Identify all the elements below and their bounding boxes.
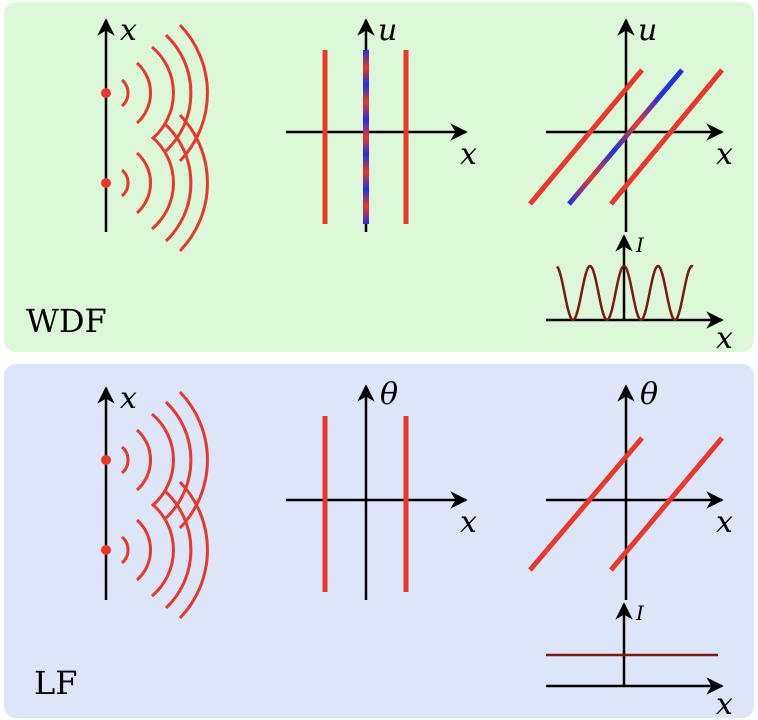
lf-sheared-phase-space: θ x — [528, 377, 733, 600]
wdf-source-dot-lower — [101, 178, 111, 188]
lf-intensity-i-label: I — [635, 601, 645, 625]
lf-sheared-theta-label: θ — [640, 377, 658, 412]
lf-intensity-plot: I x — [546, 601, 733, 720]
lf-sheared-x-label: x — [716, 505, 733, 540]
wdf-intensity-x-label: x — [716, 321, 733, 356]
lf-sheared-line-left — [528, 436, 644, 572]
wdf-phase-u-label: u — [378, 13, 397, 48]
wdf-phase-space: u x — [286, 13, 477, 232]
lf-phase-space: θ x — [286, 377, 477, 600]
lf-source-diagram: x — [97, 381, 209, 620]
wdf-sheared-interference-term — [567, 68, 684, 206]
lf-sheared-line-right — [609, 436, 724, 572]
lf-panel — [4, 364, 754, 718]
wdf-phase-x-label: x — [460, 137, 477, 172]
wdf-intensity-fringes — [555, 264, 694, 322]
wdf-sheared-x-label: x — [716, 137, 733, 172]
wdf-source-diagram: x — [97, 13, 209, 253]
wdf-intensity-plot: I x — [546, 233, 733, 356]
wdf-sheared-line-right — [609, 68, 724, 206]
lf-intensity-x-label: x — [716, 687, 733, 720]
lf-source-dot-lower — [101, 545, 111, 555]
wdf-source-dot-upper — [101, 88, 111, 98]
wdf-sheared-u-label: u — [638, 13, 657, 48]
lf-wavefronts — [120, 390, 209, 620]
lf-panel-label: LF — [34, 664, 77, 702]
wdf-wavefronts — [120, 23, 209, 253]
wdf-intensity-i-label: I — [635, 233, 645, 257]
lf-source-dot-upper — [101, 455, 111, 465]
lf-phase-x-label: x — [460, 505, 477, 540]
lf-source-axis-label: x — [120, 381, 137, 416]
wdf-source-axis-label: x — [120, 13, 137, 48]
wdf-panel-label: WDF — [26, 302, 107, 340]
wdf-sheared-phase-space: u x — [528, 13, 733, 232]
lf-phase-theta-label: θ — [380, 377, 398, 412]
wdf-sheared-line-left — [528, 68, 644, 206]
wdf-interference-term — [363, 50, 369, 224]
wdf-panel — [4, 2, 754, 352]
